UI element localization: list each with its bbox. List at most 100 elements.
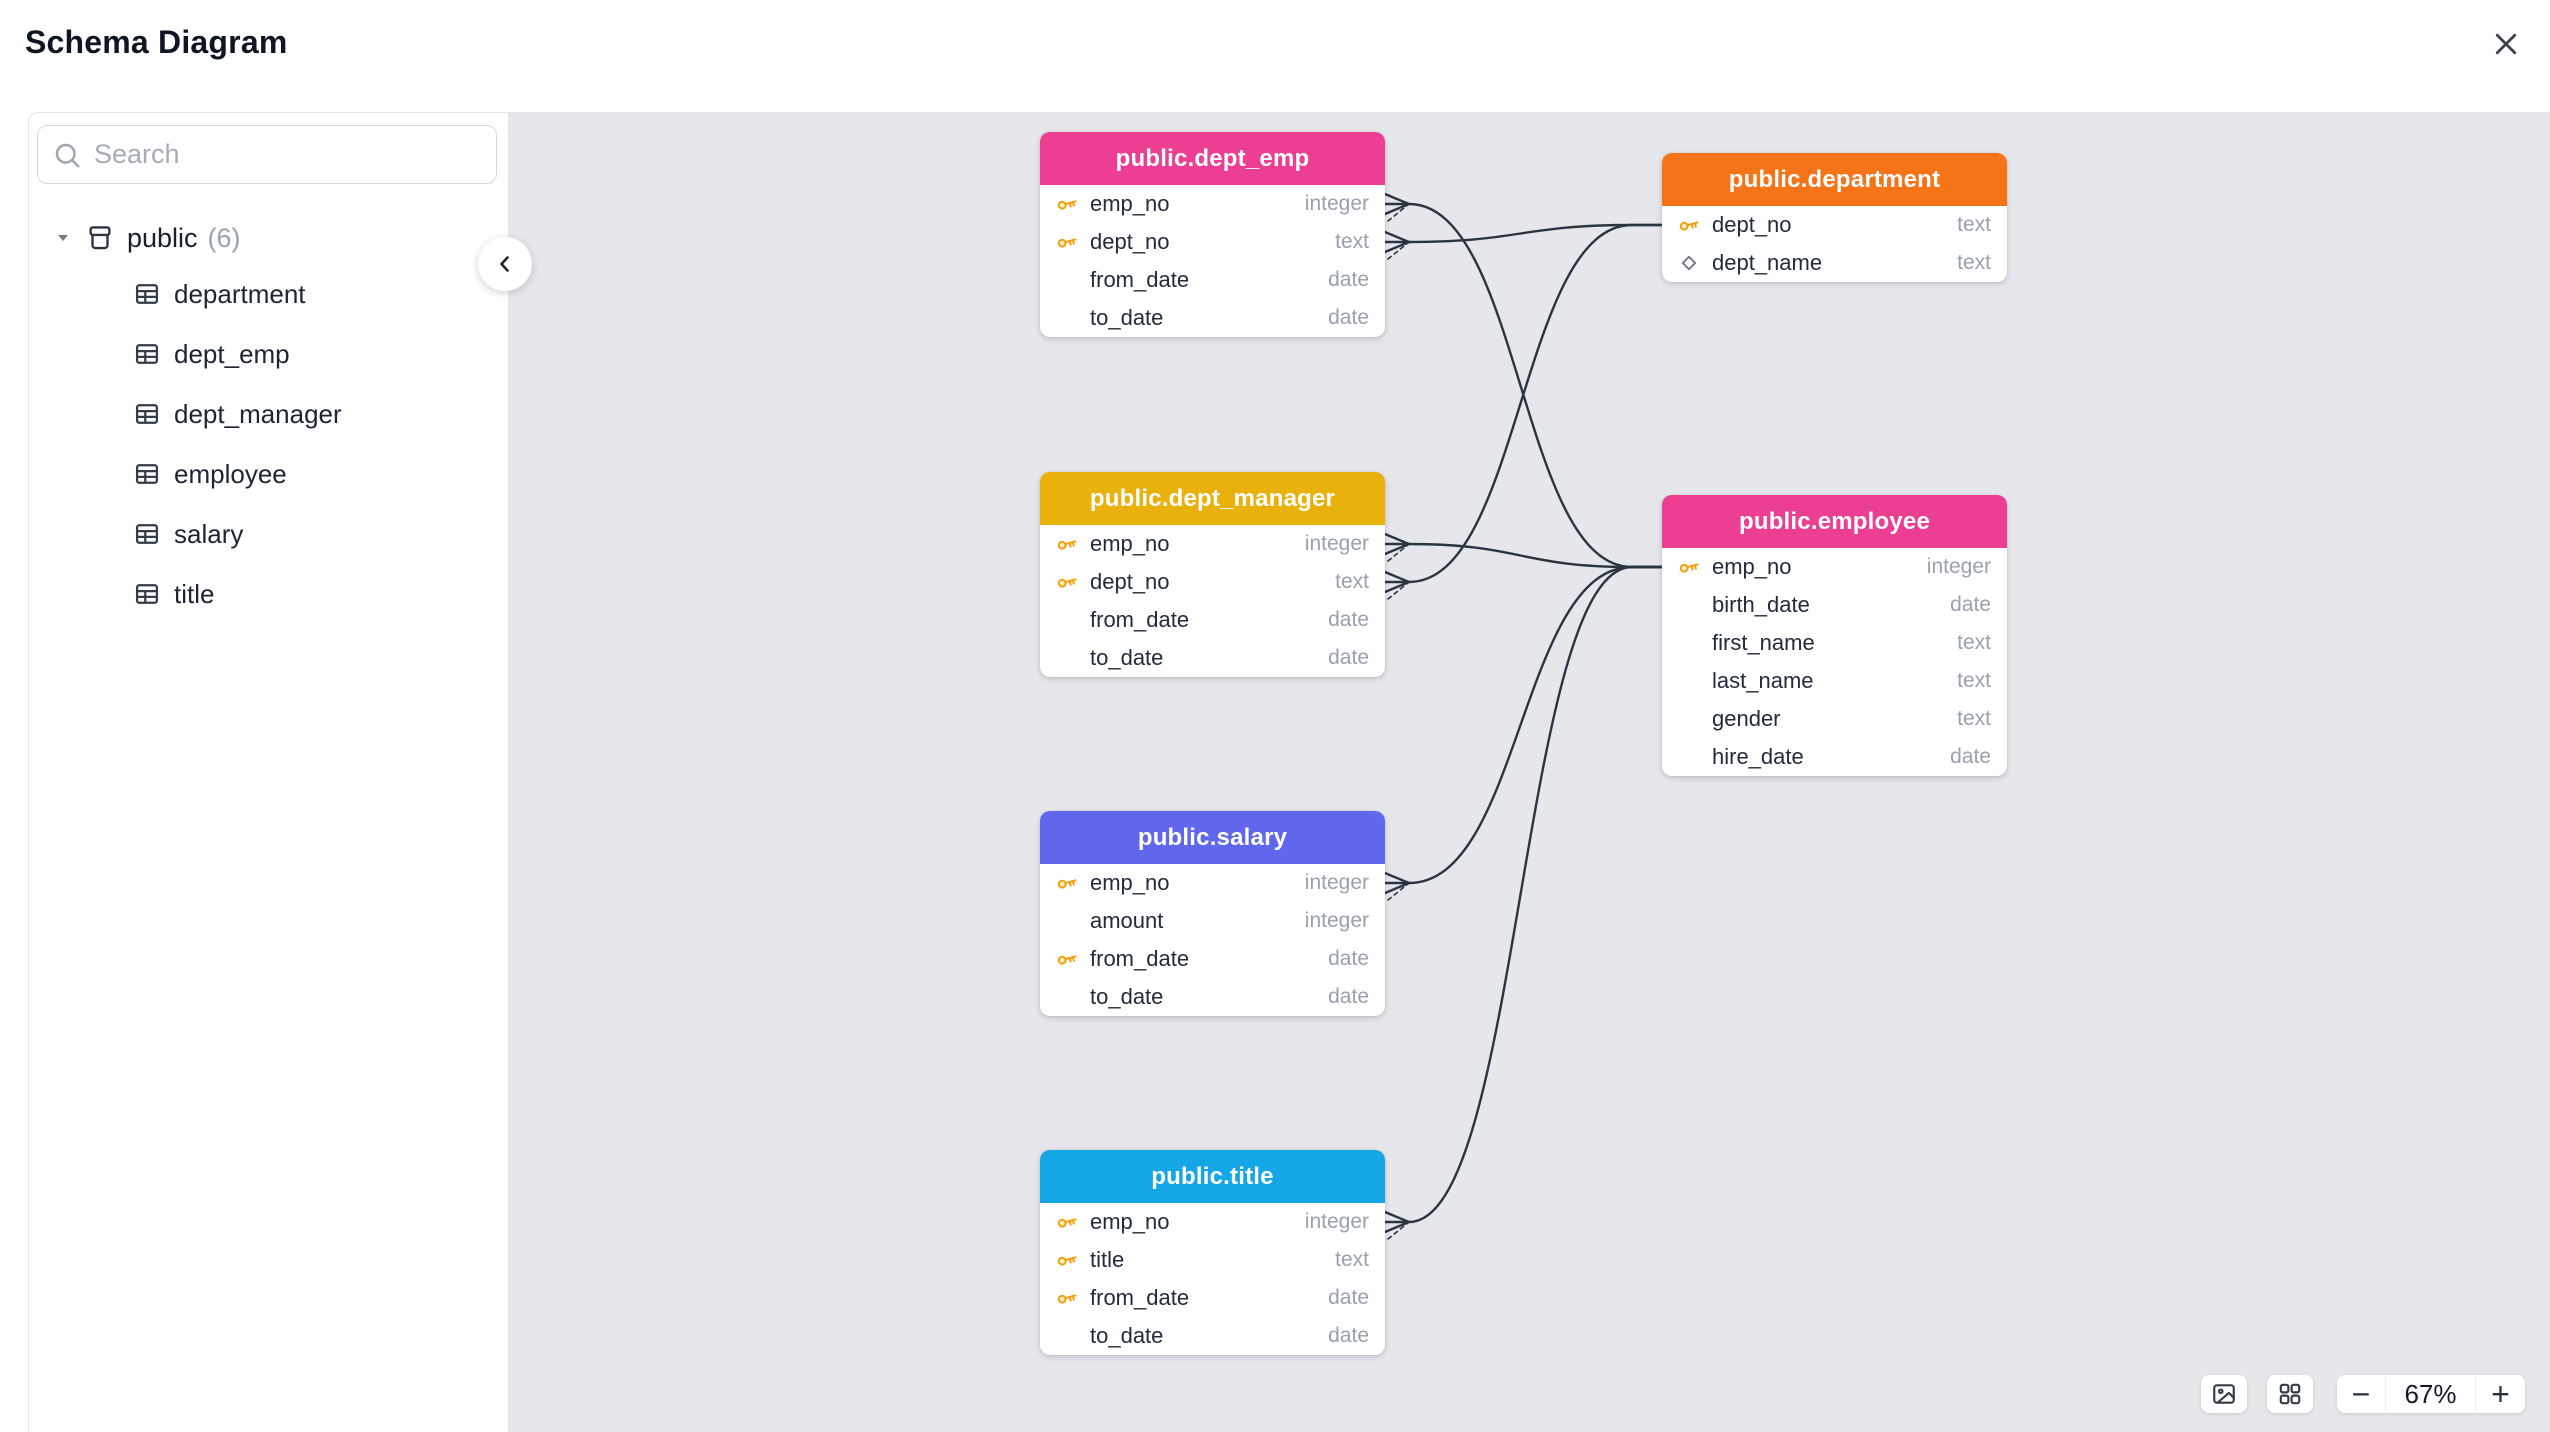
- column-row-first_name[interactable]: first_name text: [1662, 624, 2007, 662]
- column-type: date: [1328, 947, 1369, 970]
- sidebar-item-department[interactable]: department: [29, 264, 508, 324]
- column-type: text: [1957, 631, 1991, 654]
- sidebar-item-title[interactable]: title: [29, 564, 508, 624]
- column-name: from_date: [1090, 267, 1190, 292]
- table-node-header[interactable]: public.department: [1662, 153, 2007, 206]
- column-name: first_name: [1712, 630, 1815, 655]
- column-type: date: [1328, 646, 1369, 669]
- no-icon: [1054, 306, 1080, 330]
- column-name: from_date: [1090, 946, 1190, 971]
- no-icon: [1054, 909, 1080, 933]
- table-item-label: title: [174, 578, 215, 609]
- column-row-emp_no[interactable]: emp_no integer: [1040, 525, 1385, 563]
- column-name: from_date: [1090, 1285, 1190, 1310]
- column-row-from_date[interactable]: from_date date: [1040, 940, 1385, 978]
- column-type: integer: [1304, 909, 1369, 932]
- table-item-label: dept_manager: [174, 398, 342, 429]
- key-icon: [1054, 1286, 1080, 1310]
- column-name: to_date: [1090, 984, 1164, 1009]
- close-button[interactable]: [2484, 22, 2528, 66]
- key-icon: [1054, 570, 1080, 594]
- no-icon: [1676, 745, 1702, 769]
- column-name: emp_no: [1712, 554, 1792, 579]
- sidebar-item-dept_emp[interactable]: dept_emp: [29, 324, 508, 384]
- diagram-canvas[interactable]: [508, 112, 2550, 1432]
- table-node-header[interactable]: public.dept_emp: [1040, 132, 1385, 185]
- auto-layout-button[interactable]: [2267, 1375, 2313, 1413]
- image-icon: [2211, 1381, 2237, 1407]
- no-icon: [1676, 631, 1702, 655]
- schema-box-icon: [85, 223, 115, 253]
- key-icon: [1054, 532, 1080, 556]
- caret-down-icon[interactable]: [55, 230, 71, 246]
- column-name: from_date: [1090, 607, 1190, 632]
- table-item-label: employee: [174, 458, 287, 489]
- key-icon: [1054, 192, 1080, 216]
- zoom-in-button[interactable]: +: [2475, 1375, 2525, 1413]
- key-icon: [1054, 1210, 1080, 1234]
- sidebar-item-salary[interactable]: salary: [29, 504, 508, 564]
- tree-schema-public[interactable]: public (6): [29, 212, 508, 264]
- key-icon: [1054, 230, 1080, 254]
- column-name: emp_no: [1090, 1209, 1170, 1234]
- column-name: dept_no: [1712, 212, 1792, 237]
- key-icon: [1676, 555, 1702, 579]
- table-icon: [133, 400, 161, 428]
- sidebar-item-dept_manager[interactable]: dept_manager: [29, 384, 508, 444]
- table-icon: [133, 340, 161, 368]
- column-name: dept_name: [1712, 250, 1823, 275]
- dialog-header: Schema Diagram: [0, 0, 2550, 112]
- no-icon: [1676, 593, 1702, 617]
- zoom-out-button[interactable]: −: [2337, 1375, 2386, 1413]
- export-image-button[interactable]: [2201, 1375, 2247, 1413]
- no-icon: [1676, 669, 1702, 693]
- table-node-header[interactable]: public.employee: [1662, 495, 2007, 548]
- sidebar-collapse-button[interactable]: [478, 237, 532, 291]
- close-icon: [2491, 29, 2521, 59]
- diamond-icon: [1676, 251, 1702, 275]
- column-type: integer: [1304, 192, 1369, 215]
- column-name: emp_no: [1090, 531, 1170, 556]
- column-type: date: [1328, 306, 1369, 329]
- table-node-header[interactable]: public.dept_manager: [1040, 472, 1385, 525]
- column-name: to_date: [1090, 305, 1164, 330]
- column-name: to_date: [1090, 645, 1164, 670]
- sidebar-item-employee[interactable]: employee: [29, 444, 508, 504]
- column-row-to_date[interactable]: to_date date: [1040, 299, 1385, 337]
- search-input[interactable]: [94, 139, 482, 170]
- column-type: text: [1957, 707, 1991, 730]
- table-node-header[interactable]: public.title: [1040, 1150, 1385, 1203]
- table-node-header[interactable]: public.salary: [1040, 811, 1385, 864]
- zoom-level: 67%: [2386, 1375, 2475, 1413]
- column-name: dept_no: [1090, 569, 1170, 594]
- column-type: integer: [1304, 532, 1369, 555]
- column-row-to_date[interactable]: to_date date: [1040, 639, 1385, 677]
